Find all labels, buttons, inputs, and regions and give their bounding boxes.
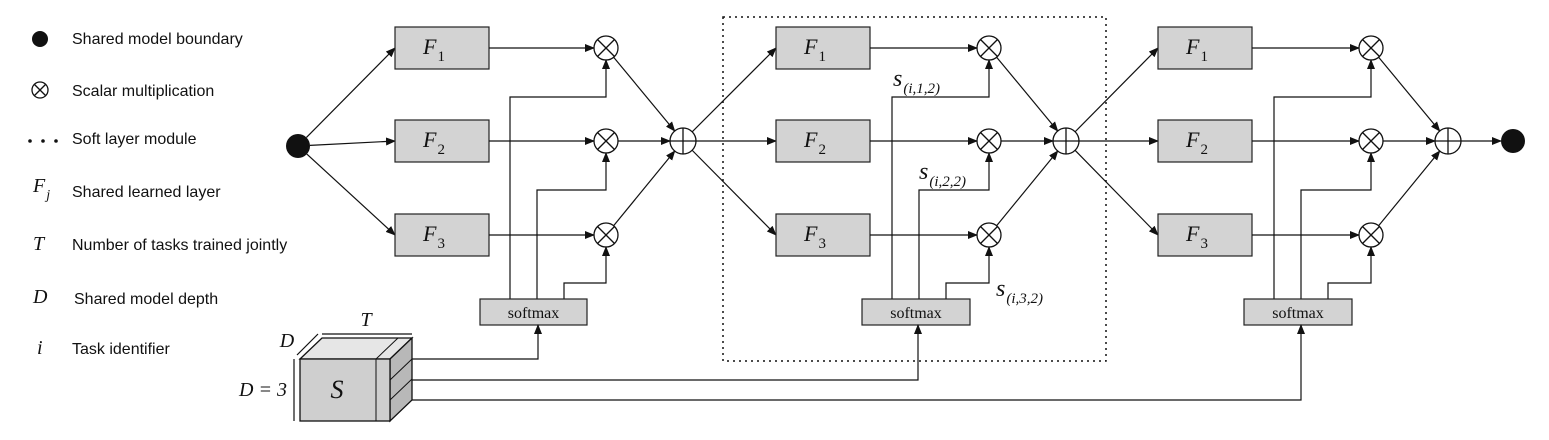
softmax-weight-line (509, 59, 610, 299)
input-boundary-dot (286, 134, 310, 158)
sum-node-icon (1052, 127, 1080, 155)
legend-label-soft-layer: Soft layer module (72, 131, 197, 148)
tensor-depth-value: D = 3 (238, 379, 287, 401)
softmax-weight-line (945, 246, 993, 299)
legend-symbol-i: i (37, 337, 43, 359)
sum-input-arrow (996, 56, 1059, 132)
layer-label: F3 (803, 221, 826, 252)
sum-input-arrow (1378, 56, 1441, 132)
multiply-node-icon (1358, 35, 1384, 61)
legend-item-tasks: T Number of tasks trained jointly (33, 233, 287, 255)
layer-f3-stage3: F3 (1157, 213, 1253, 257)
legend-label-depth: Shared model depth (74, 291, 218, 308)
legend: Shared model boundary Scalar multiplicat… (28, 31, 287, 359)
layer-f2-stage1: F2 (394, 119, 490, 163)
legend-label-boundary: Shared model boundary (72, 31, 243, 48)
softmax-weight-line (536, 152, 610, 299)
scalar-label-2: s(i,2,2) (919, 159, 966, 190)
tensor-to-softmax-line (412, 324, 1305, 401)
input-arrow (1074, 149, 1159, 236)
tensor-label: S (331, 375, 344, 404)
layer-label: F1 (1185, 34, 1208, 65)
boundary-dot-icon (32, 31, 48, 47)
legend-symbol-fj: Fj (32, 175, 50, 203)
output-boundary-dot (1501, 129, 1525, 153)
softmax-box-stage3: softmax (1243, 298, 1353, 326)
multiply-node-icon (593, 222, 619, 248)
tensor-s: S T D D = 3 (238, 309, 414, 423)
legend-item-task-id: i Task identifier (37, 337, 170, 359)
layer-label: F2 (422, 127, 445, 158)
multiply-node-icon (1358, 128, 1384, 154)
legend-item-depth: D Shared model depth (32, 286, 218, 308)
layer-label: F1 (422, 34, 445, 65)
softmax-weight-line (1273, 59, 1375, 299)
layer-f1-stage2: F1 (775, 26, 871, 70)
multiply-node-icon (593, 35, 619, 61)
dotted-line-icon (28, 139, 58, 143)
sum-input-arrow (613, 56, 676, 132)
scalar-label-3: s(i,3,2) (996, 276, 1043, 307)
softmax-weight-line (563, 246, 610, 299)
softmax-box-stage2: softmax (861, 298, 971, 326)
layer-label: F3 (1185, 221, 1208, 252)
tensor-to-softmax-line (412, 324, 922, 381)
softmax-box-stage1: softmax (479, 298, 588, 326)
multiply-node-icon (1358, 222, 1384, 248)
softmax-label: softmax (890, 305, 942, 322)
layer-label: F2 (803, 127, 826, 158)
softmax-weight-line (891, 59, 993, 299)
layer-label: F2 (1185, 127, 1208, 158)
softmax-weight-line (918, 152, 993, 299)
input-arrow (691, 47, 777, 133)
input-arrow (306, 47, 396, 138)
sum-input-arrow (613, 150, 676, 227)
input-arrow (691, 149, 777, 236)
layer-label: F3 (422, 221, 445, 252)
tensor-top-label: T (360, 309, 373, 331)
multiply-node-icon (976, 35, 1002, 61)
tensor-depth-label: D (279, 330, 295, 352)
sum-input-arrow (1378, 150, 1441, 227)
input-arrow (306, 153, 396, 236)
layer-f1-stage1: F1 (394, 26, 490, 70)
softmax-weight-line (1300, 152, 1375, 299)
scalar-multiplication-icon (31, 81, 49, 99)
scalar-label-1: s(i,1,2) (893, 66, 940, 97)
soft-layer-module-box (722, 16, 1107, 362)
input-arrow (309, 137, 396, 146)
multiply-node-icon (976, 128, 1002, 154)
sum-input-arrow (996, 150, 1059, 227)
legend-item-shared-layer: Fj Shared learned layer (32, 175, 221, 203)
layer-label: F1 (803, 34, 826, 65)
softmax-weight-line (1327, 246, 1375, 299)
layer-f3-stage1: F3 (394, 213, 490, 257)
layer-f3-stage2: F3 (775, 213, 871, 257)
legend-symbol-t: T (33, 233, 46, 255)
legend-symbol-d: D (32, 286, 48, 308)
sum-node-icon (1434, 127, 1462, 155)
layer-f2-stage3: F2 (1157, 119, 1253, 163)
softmax-label: softmax (1272, 305, 1324, 322)
legend-item-multiplication: Scalar multiplication (31, 81, 214, 100)
layer-f2-stage2: F2 (775, 119, 871, 163)
legend-label-task-id: Task identifier (72, 341, 170, 358)
legend-label-tasks: Number of tasks trained jointly (72, 237, 287, 254)
input-arrow (1074, 47, 1159, 133)
tensor-to-softmax-line (412, 324, 542, 360)
legend-label-multiplication: Scalar multiplication (72, 83, 214, 100)
softmax-label: softmax (508, 305, 560, 322)
sum-node-icon (669, 127, 697, 155)
multiply-node-icon (593, 128, 619, 154)
multiply-node-icon (976, 222, 1002, 248)
legend-item-boundary: Shared model boundary (32, 31, 243, 48)
legend-label-shared-layer: Shared learned layer (72, 184, 221, 201)
layer-f1-stage3: F1 (1157, 26, 1253, 70)
legend-item-soft-layer: Soft layer module (28, 131, 197, 148)
